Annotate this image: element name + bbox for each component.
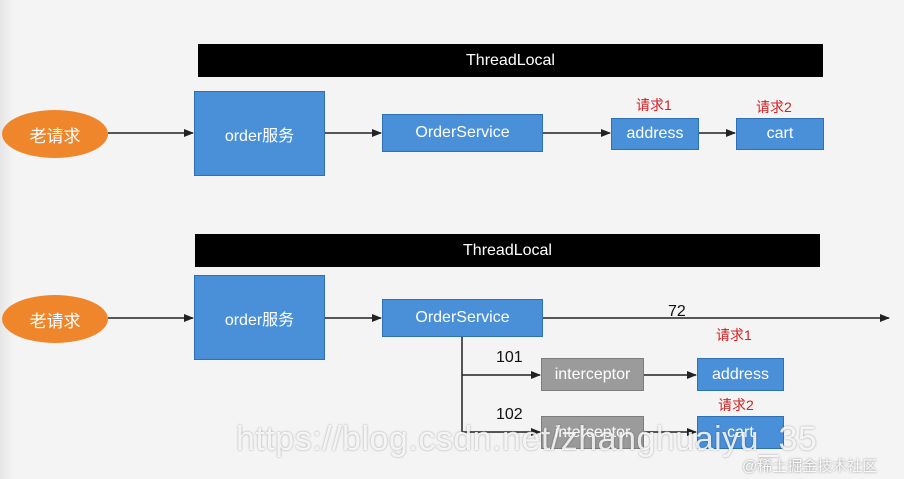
request1-label-top: 请求1 xyxy=(636,97,672,113)
interceptor-box-2: interceptor xyxy=(541,416,644,449)
request2-label-bottom: 请求2 xyxy=(718,397,754,413)
orderservice-box-bottom: OrderService xyxy=(382,299,543,337)
address-box-bottom: address xyxy=(697,358,784,391)
thread-id-72: 72 xyxy=(668,303,686,320)
orderservice-box-top: OrderService xyxy=(382,114,543,152)
cart-box-top: cart xyxy=(736,118,824,150)
request1-label-bottom: 请求1 xyxy=(716,327,752,343)
old-request-node-top: 老请求 xyxy=(2,110,108,158)
threadlocal-bar-top: ThreadLocal xyxy=(198,44,823,77)
order-service-cn-box-bottom: order服务 xyxy=(194,275,325,360)
order-service-cn-box-top: order服务 xyxy=(194,91,325,176)
interceptor-box-1: interceptor xyxy=(541,358,644,391)
threadlocal-bar-bottom: ThreadLocal xyxy=(195,234,820,267)
thread-id-102: 102 xyxy=(496,406,523,423)
thread-id-101: 101 xyxy=(496,349,523,366)
old-request-node-bottom: 老请求 xyxy=(2,295,108,343)
blog-url-watermark: https://blog.csdn.net/zhanghuaiyu_35 xyxy=(236,420,818,458)
request2-label-top: 请求2 xyxy=(756,99,792,115)
cart-box-bottom: cart xyxy=(697,416,784,449)
juejin-credit-watermark: @稀土掘金技术社区 xyxy=(742,458,878,475)
address-box-top: address xyxy=(611,118,699,150)
